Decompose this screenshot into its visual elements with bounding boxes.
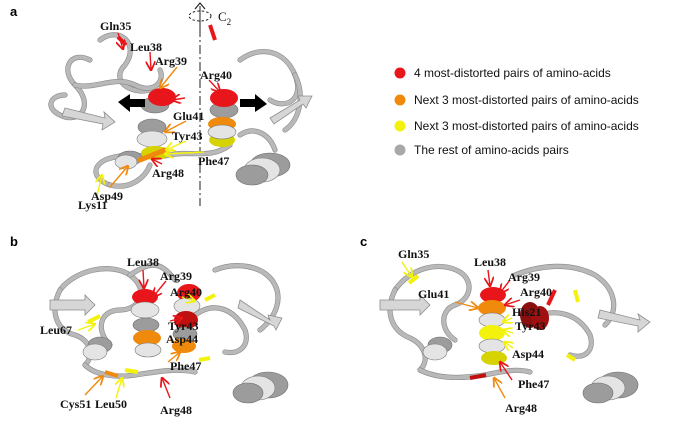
legend-swatch-red: [394, 67, 406, 79]
panel-label-a: a: [10, 4, 18, 19]
black-arrow-right-icon: [240, 94, 267, 112]
residue-label-b-leu38: Leu38: [127, 255, 159, 269]
residue-label-b-asp44: Asp44: [166, 332, 198, 346]
legend-item-3: Next 3 most-distorted pairs of amino-aci…: [414, 119, 639, 133]
residue-label-a-arg40: Arg40: [200, 68, 232, 82]
residue-label-b-cys51: Cys51: [60, 397, 91, 411]
residue-label-c-leu38: Leu38: [474, 255, 506, 269]
residue-label-a-tyr43: Tyr43: [172, 129, 202, 143]
residue-label-a-arg39: Arg39: [155, 54, 187, 68]
panel-c-pointer-arrows: [401, 261, 521, 399]
panel-a-pointer-arrows: [97, 32, 220, 197]
panel-a: a C2: [10, 2, 313, 212]
residue-label-c-arg39: Arg39: [508, 270, 540, 284]
residue-label-c-his21: His21: [512, 305, 541, 319]
c2-axis-label: C2: [218, 9, 231, 27]
residue-label-a-phe47: Phe47: [198, 154, 229, 168]
legend-swatch-orange: [394, 94, 406, 106]
c2-symmetry-axis: C2: [188, 2, 231, 206]
residue-label-a-lys11: Lys11: [78, 198, 107, 212]
residue-label-b-tyr43: Tyr43: [168, 319, 198, 333]
residue-label-b-arg48: Arg48: [160, 403, 192, 417]
residue-label-a-asp49: Asp49: [91, 189, 123, 203]
residue-label-a-gln35: Gln35: [100, 19, 131, 33]
legend-swatch-yellow: [394, 120, 406, 132]
legend-item-4: The rest of amino-acids pairs: [414, 143, 569, 157]
residue-label-b-phe47: Phe47: [170, 359, 201, 373]
legend-item-1: 4 most-distorted pairs of amino-acids: [414, 66, 611, 80]
black-arrow-left-icon: [118, 94, 145, 112]
residue-label-b-leu67: Leu67: [40, 323, 72, 337]
panel-c-helices: [407, 274, 639, 404]
panel-b: b: [10, 234, 289, 417]
residue-label-c-arg40: Arg40: [520, 285, 552, 299]
panel-b-pointer-arrows: [77, 269, 195, 399]
panel-label-c: c: [360, 234, 367, 249]
panel-b-beta-sheets: [49, 294, 283, 331]
legend: 4 most-distorted pairs of amino-acids Ne…: [394, 66, 639, 157]
residue-label-b-leu50: Leu50: [95, 397, 127, 411]
residue-label-a-leu38: Leu38: [130, 40, 162, 54]
panel-c: c: [360, 234, 651, 415]
residue-label-c-glu41: Glu41: [418, 287, 449, 301]
legend-swatch-gray: [394, 144, 406, 156]
residue-label-c-asp44: Asp44: [512, 347, 544, 361]
residue-label-c-phe47: Phe47: [518, 377, 549, 391]
panel-c-beta-sheets: [379, 294, 651, 333]
residue-label-c-arg48: Arg48: [505, 401, 537, 415]
panel-a-beta-sheets: [61, 95, 313, 131]
residue-label-a-glu41: Glu41: [173, 109, 204, 123]
residue-label-a-arg48: Arg48: [152, 166, 184, 180]
legend-item-2: Next 3 most-distorted pairs of amino-aci…: [414, 93, 639, 107]
residue-label-b-arg40: Arg40: [170, 285, 202, 299]
residue-label-c-tyr43: Tyr43: [515, 319, 545, 333]
residue-label-c-gln35: Gln35: [398, 247, 429, 261]
residue-label-b-arg39: Arg39: [160, 269, 192, 283]
panel-label-b: b: [10, 234, 18, 249]
